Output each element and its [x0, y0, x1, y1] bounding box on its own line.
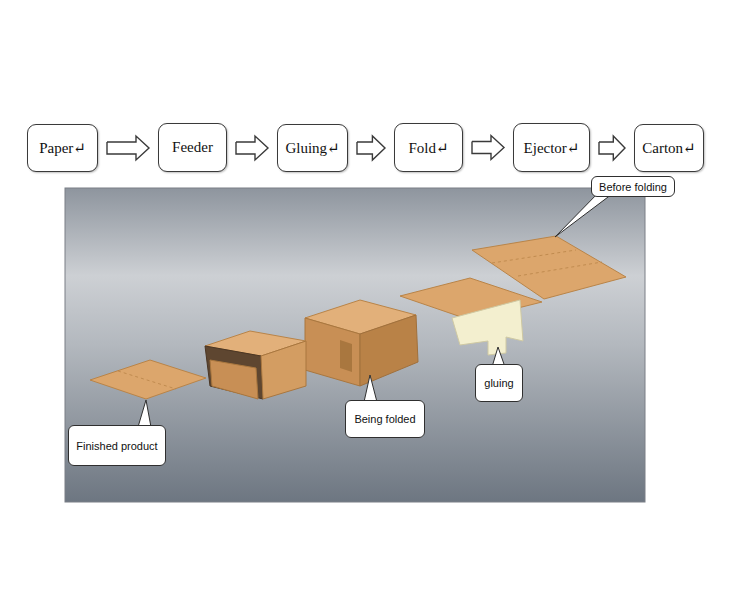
callout-bubble: Finished product [68, 425, 166, 466]
callout-pointer [555, 191, 612, 237]
process-box: Feeder [158, 123, 227, 172]
step-label: Feeder [172, 139, 213, 156]
step-label: Gluing↵ [285, 139, 339, 157]
callout-label: Before folding [599, 181, 667, 193]
box-flap [340, 340, 352, 372]
finished-carton [90, 360, 206, 399]
callout-pointer [138, 400, 151, 427]
box-side [360, 315, 418, 386]
callout-label: Being folded [354, 413, 415, 425]
step-label: Carton↵ [642, 139, 695, 157]
process-box: Ejector↵ [513, 123, 590, 172]
process-box: Gluing↵ [277, 124, 348, 172]
callout-label: Finished product [76, 440, 157, 452]
step-label: Fold↵ [408, 139, 448, 157]
box-side [305, 318, 360, 386]
block-arrow [472, 136, 504, 160]
glue-flap [452, 300, 523, 355]
process-box: Fold↵ [394, 123, 463, 172]
block-arrow [236, 136, 268, 160]
block-arrow [357, 136, 385, 160]
step-label: Paper↵ [39, 139, 86, 157]
callout-bubble: Being folded [345, 400, 425, 438]
callout-bubble: Before folding [591, 176, 675, 197]
process-box: Carton↵ [634, 124, 704, 172]
callout-bubble: gluing [475, 364, 523, 402]
box-side [261, 341, 306, 399]
block-arrow [107, 136, 149, 160]
crease-line [118, 371, 176, 389]
illustration-panel [65, 188, 645, 502]
callout-pointer [364, 375, 377, 402]
step-label: Ejector↵ [524, 139, 580, 157]
block-arrow [599, 136, 625, 160]
box-inside [205, 346, 263, 399]
process-box: Paper↵ [27, 124, 98, 172]
box-side [210, 360, 258, 399]
crease-line [492, 250, 602, 276]
callout-label: gluing [484, 377, 513, 389]
